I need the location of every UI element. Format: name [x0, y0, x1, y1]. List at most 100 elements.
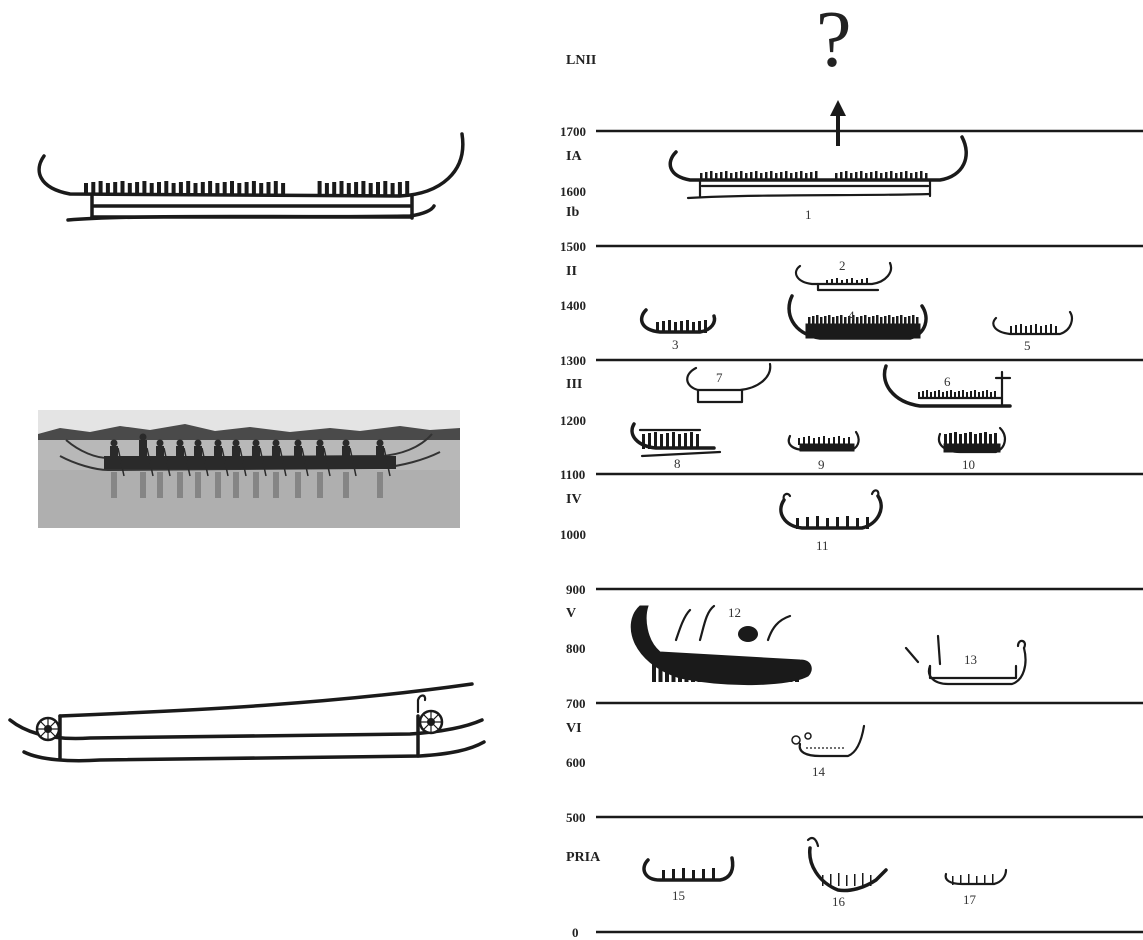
- crew-stroke: [230, 181, 234, 195]
- ship-14: [792, 726, 864, 756]
- rower-reflection: [377, 472, 383, 498]
- crew-stroke: [765, 172, 768, 181]
- crew-stroke: [698, 321, 701, 333]
- crew-stroke: [770, 171, 773, 181]
- crew-stroke: [780, 172, 783, 181]
- crew-stroke: [798, 438, 800, 445]
- period-labels: LNII IA Ib II III IV V VI PRIA: [566, 53, 601, 865]
- crew-stroke: [332, 182, 336, 195]
- crew-stroke: [745, 173, 748, 181]
- crew-stroke: [1050, 324, 1052, 335]
- crew-stroke: [194, 183, 198, 195]
- ship-16: [808, 838, 886, 891]
- crew-stroke: [789, 663, 793, 682]
- crew-stroke: [908, 316, 911, 326]
- crew-stroke: [870, 875, 872, 886]
- crew-stroke: [920, 171, 923, 181]
- crew-stroke: [880, 173, 883, 181]
- crew-stroke: [325, 183, 329, 195]
- crew-stroke: [660, 434, 663, 449]
- crew-stroke: [942, 392, 944, 399]
- rower-head: [295, 440, 302, 447]
- period-lnii: LNII: [566, 53, 596, 68]
- crew-stroke: [259, 183, 263, 195]
- crew-stroke: [750, 663, 754, 682]
- rower-reflection: [253, 472, 259, 498]
- crew-stroke: [340, 181, 344, 195]
- crew-stroke: [720, 172, 723, 181]
- crew-stroke: [930, 392, 932, 399]
- crew-stroke: [851, 278, 853, 285]
- period-ia: IA: [566, 149, 582, 164]
- crew-stroke: [1045, 325, 1047, 335]
- rower-head: [215, 440, 222, 447]
- crew-stroke: [976, 876, 978, 885]
- crew-stroke: [964, 433, 967, 445]
- crew-stroke: [715, 173, 718, 181]
- crew-stroke: [835, 173, 838, 181]
- ship-17: [946, 870, 1006, 885]
- year-1700: 1700: [560, 124, 586, 139]
- rower-body: [272, 446, 280, 457]
- rower-head: [233, 440, 240, 447]
- crew-stroke: [656, 322, 659, 333]
- crew-stroke: [925, 173, 928, 181]
- crew-stroke: [860, 316, 863, 326]
- crew-stroke: [135, 182, 139, 195]
- rower-head: [177, 440, 184, 447]
- crew-stroke: [994, 391, 996, 399]
- crew-stroke: [866, 278, 868, 285]
- crew-stroke: [730, 173, 733, 181]
- crew-stroke: [836, 517, 839, 529]
- crew-stroke: [816, 516, 819, 529]
- crew-stroke: [642, 434, 645, 449]
- crew-stroke: [164, 181, 168, 195]
- ship-number-5: 5: [1024, 338, 1031, 353]
- crew-stroke: [949, 433, 952, 445]
- crew-stroke: [659, 662, 663, 682]
- crew-stroke: [737, 662, 741, 682]
- crew-stroke: [843, 438, 845, 445]
- crew-stroke: [1015, 325, 1017, 335]
- ship-5: [993, 312, 1072, 335]
- crew-stroke: [838, 873, 840, 886]
- crew-stroke: [652, 663, 656, 682]
- crew-stroke: [946, 391, 948, 399]
- crew-stroke: [815, 171, 818, 181]
- crew-stroke: [223, 182, 227, 195]
- crew-stroke: [685, 661, 689, 682]
- crew-stroke: [666, 433, 669, 449]
- year-labels: 1700 1600 1500 1400 1300 1200 1100 1000 …: [560, 124, 586, 940]
- year-1400: 1400: [560, 298, 586, 313]
- crew-stroke: [376, 182, 380, 195]
- crew-stroke: [872, 316, 875, 326]
- crew-stroke: [916, 317, 919, 326]
- year-1200: 1200: [560, 413, 586, 428]
- crew-stroke: [691, 663, 695, 682]
- crew-stroke: [836, 278, 838, 285]
- crew-stroke: [820, 317, 823, 326]
- crew-stroke: [969, 432, 972, 445]
- crew-stroke: [862, 873, 864, 886]
- crew-stroke: [818, 437, 820, 445]
- crew-stroke: [888, 315, 891, 326]
- crew-stroke: [672, 869, 675, 881]
- crew-stroke: [841, 280, 843, 285]
- crew-stroke: [915, 172, 918, 181]
- period-ib: Ib: [566, 205, 579, 220]
- rower-body: [110, 446, 118, 457]
- crew-stroke: [648, 433, 651, 449]
- crew-stroke: [208, 181, 212, 195]
- crew-stroke: [725, 171, 728, 181]
- crew-stroke: [856, 518, 859, 529]
- rower-reflection: [343, 472, 349, 498]
- crew-stroke: [795, 172, 798, 181]
- crew-stroke: [934, 391, 936, 399]
- crew-stroke: [982, 391, 984, 399]
- crew-stroke: [884, 316, 887, 326]
- crew-stroke: [836, 316, 839, 326]
- crew-stroke: [846, 516, 849, 529]
- year-1300: 1300: [560, 353, 586, 368]
- crew-stroke: [99, 181, 103, 195]
